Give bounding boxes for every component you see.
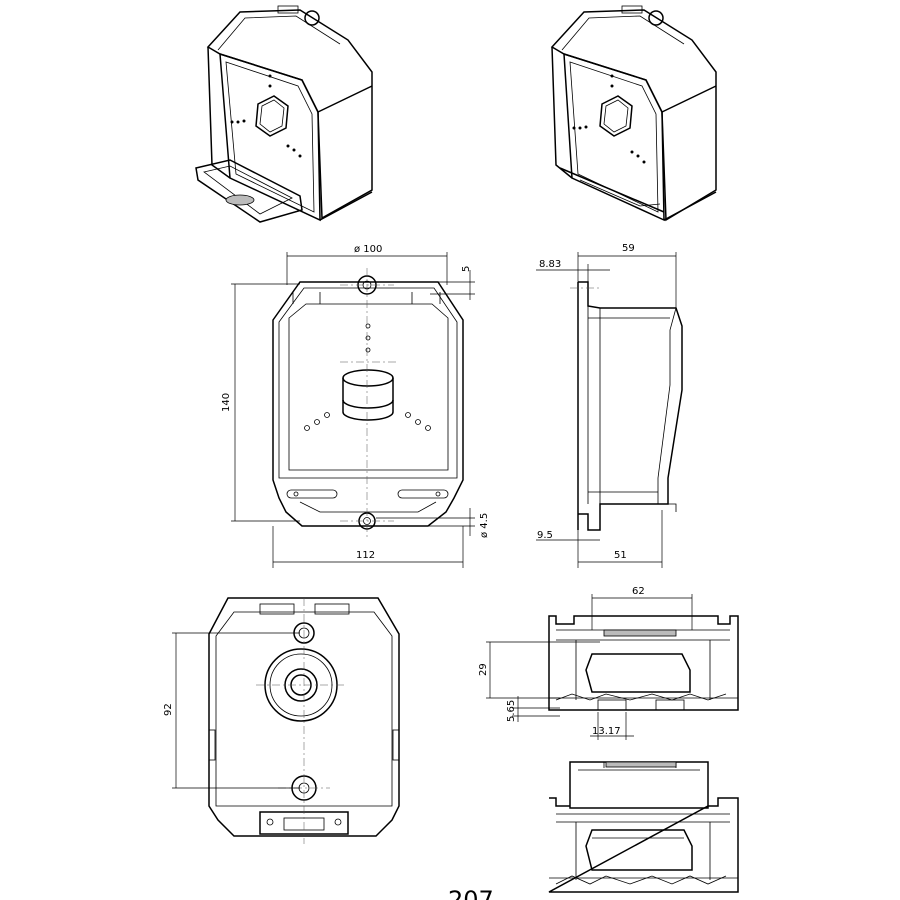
dim-side-flange-bottom: 9.5	[537, 530, 553, 541]
dim-side-depth-bottom: 51	[614, 550, 627, 561]
bottom-view-dimensions	[486, 594, 693, 740]
dim-front-hole: ø 4.5	[479, 513, 490, 538]
side-view	[570, 281, 683, 531]
bottom-view-assembled	[548, 615, 739, 711]
bottom-view-exploded	[548, 761, 739, 893]
dim-back-height: 92	[163, 703, 174, 716]
page-number-fragment: 207	[448, 886, 494, 900]
isometric-view-closed	[550, 5, 717, 222]
dim-front-height: 140	[221, 393, 232, 412]
dim-bottom-width: 62	[632, 586, 645, 597]
isometric-view-open	[195, 5, 373, 223]
front-view-dimensions	[231, 252, 475, 568]
back-view	[208, 597, 400, 844]
dim-side-flange-top: 8.83	[539, 259, 561, 270]
dim-bottom-height: 29	[478, 663, 489, 676]
back-view-dimensions	[172, 632, 300, 789]
front-view	[272, 268, 464, 540]
dim-front-width-bottom: 112	[356, 550, 375, 561]
dim-bottom-slot: 13.17	[592, 726, 621, 737]
dim-bottom-foot: 5.65	[506, 700, 517, 722]
dim-front-width-top: ø 100	[354, 244, 382, 255]
dim-front-top-offset: 5	[461, 266, 472, 272]
dim-side-depth-top: 59	[622, 243, 635, 254]
side-view-dimensions	[536, 252, 677, 568]
